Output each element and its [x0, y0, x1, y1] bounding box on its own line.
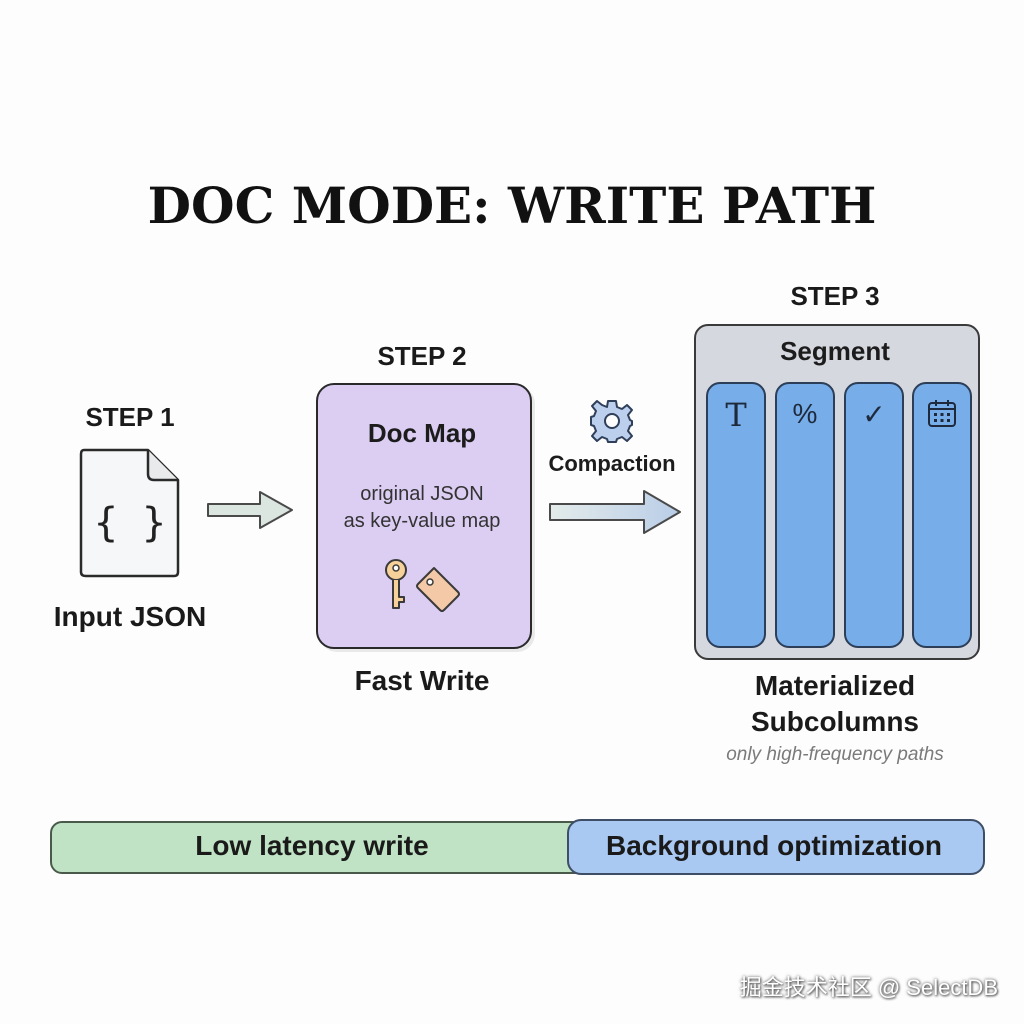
doc-map-description: original JSON as key-value map [316, 481, 528, 535]
compaction-label: Compaction [548, 451, 676, 476]
low-latency-label: Low latency write [195, 830, 429, 861]
page-title: DOC MODE: WRITE PATH [147, 176, 877, 235]
svg-text:{ }: { } [94, 500, 166, 546]
step3-caption: Materialized Subcolumns [694, 668, 976, 740]
tag-icon [416, 567, 460, 612]
background-optimization-bar [567, 819, 985, 875]
watermark: 掘金技术社区 @ SelectDB [739, 975, 998, 1000]
calendar-icon [928, 400, 956, 427]
step2-label: STEP 2 [377, 341, 467, 371]
key-tag-icons [385, 559, 460, 612]
check-icon: ✓ [862, 399, 886, 430]
background-optimization-label: Background optimization [606, 830, 942, 861]
text-type-icon: T [725, 396, 747, 434]
doc-map-box [316, 383, 532, 649]
doc-map-title: Doc Map [367, 418, 477, 448]
step3-note: only high-frequency paths [726, 744, 944, 765]
subcolumn [912, 382, 972, 648]
arrow-right-icon [207, 491, 293, 529]
step1-caption: Input JSON [53, 601, 207, 632]
subcolumn: T [706, 382, 766, 648]
step2-caption: Fast Write [354, 665, 490, 696]
percent-icon: % [792, 398, 818, 429]
gear-icon [590, 400, 633, 443]
segment-title: Segment [780, 336, 890, 366]
subcolumn: ✓ [844, 382, 904, 648]
json-file-icon: { } [79, 448, 180, 578]
key-icon [385, 559, 407, 609]
doc-map-desc-line2: as key-value map [343, 510, 501, 532]
step3-caption-line2: Subcolumns [750, 706, 919, 737]
step3-caption-line1: Materialized [754, 670, 916, 701]
arrow-right-icon [549, 490, 681, 534]
step1-label: STEP 1 [85, 402, 175, 432]
low-latency-bar [50, 821, 584, 874]
step3-label: STEP 3 [790, 281, 880, 311]
doc-map-desc-line1: original JSON [360, 483, 484, 505]
subcolumn: % [775, 382, 835, 648]
